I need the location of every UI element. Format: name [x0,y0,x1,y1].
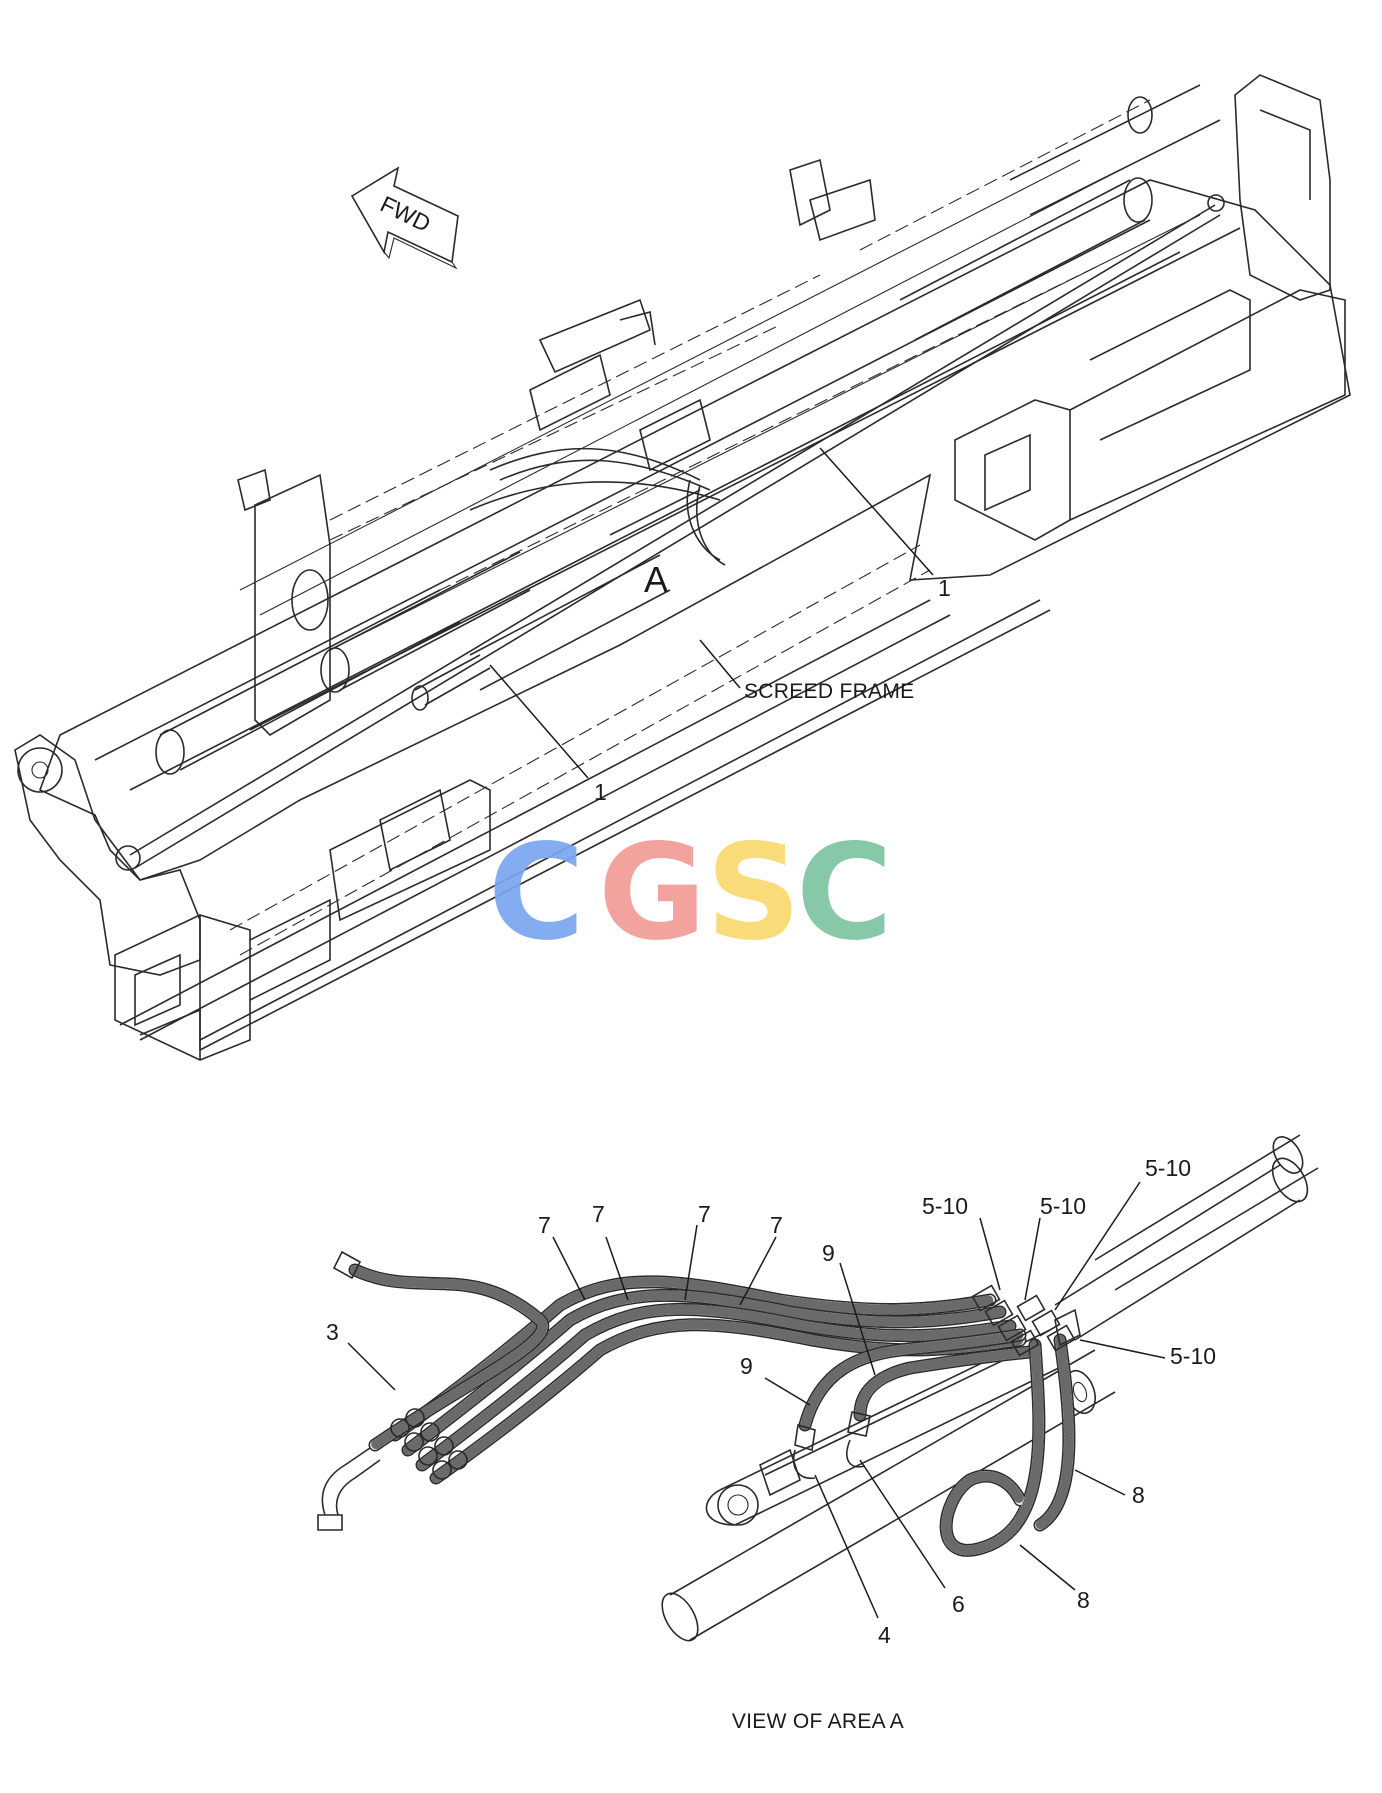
screed-frame-callout: SCREED FRAME [699,639,914,703]
hoses-9 [793,1328,1037,1479]
hoses-8 [939,1333,1076,1557]
item-1-upper-label: 1 [938,575,951,601]
item-1-lower-callout: 1 [489,664,607,805]
callout-5-10-a: 5-10 [922,1193,968,1219]
callout-8-a: 8 [1132,1482,1145,1508]
cgsc-watermark-logo: C G S C [488,816,893,970]
watermark-letter-s: S [706,816,801,970]
callout-3: 3 [326,1319,339,1345]
area-a-label: A [644,559,668,600]
callout-5-10-b: 5-10 [1040,1193,1086,1219]
view-area-a-drawing [317,1134,1319,1642]
hose-3 [317,1250,550,1531]
area-a-marker: A [644,559,668,600]
screed-assembly-drawing [14,74,1351,1061]
callout-6: 6 [952,1591,965,1617]
view-callouts: 3 7 7 7 7 9 9 5-10 5-10 5-10 5-10 8 8 6 … [326,1155,1216,1648]
callout-5-10-d: 5-10 [1170,1343,1216,1369]
view-caption: VIEW OF AREA A [732,1710,904,1733]
watermark-letter-c1: C [488,816,585,970]
callout-8-b: 8 [1077,1587,1090,1613]
callout-7-d: 7 [770,1212,783,1238]
callout-7-a: 7 [538,1212,551,1238]
item-1-upper-callout: 1 [819,447,951,601]
screed-frame-label: SCREED FRAME [744,680,914,703]
callout-5-10-c: 5-10 [1145,1155,1191,1181]
watermark-letter-c2: C [796,816,893,970]
callout-7-c: 7 [698,1201,711,1227]
fwd-arrow-label: FWD [376,191,434,237]
callout-9-b: 9 [822,1240,835,1266]
fittings-5-10 [971,1284,1081,1357]
left-fittings [390,1408,468,1480]
watermark-letter-g: G [598,816,706,970]
fwd-arrow: FWD [350,166,459,270]
item-1-lower-label: 1 [594,779,607,805]
callout-9-a: 9 [740,1353,753,1379]
callout-4: 4 [878,1622,891,1648]
callout-7-b: 7 [592,1201,605,1227]
